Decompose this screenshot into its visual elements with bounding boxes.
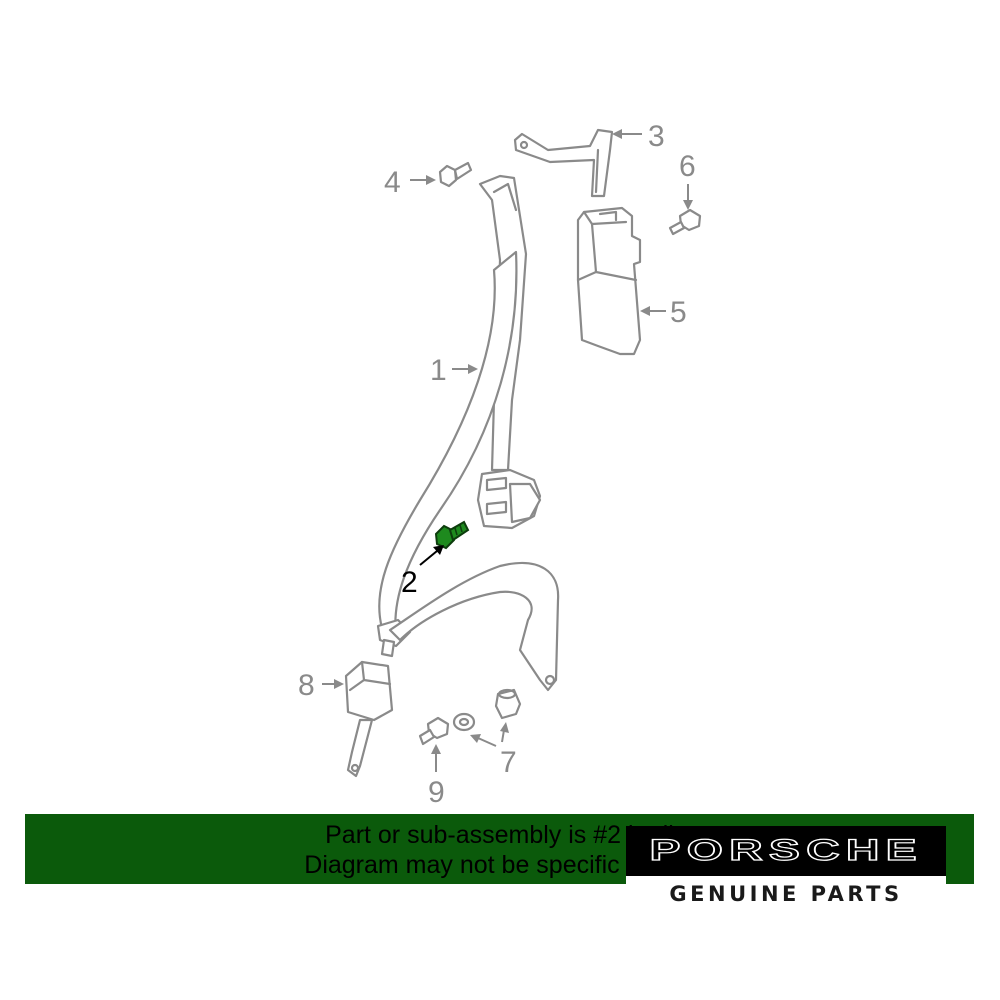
part-3-guide-bracket[interactable]	[513, 128, 614, 198]
logo-wordmark: PORSCHE	[648, 833, 923, 867]
part-7-spacers[interactable]	[452, 688, 522, 732]
part-5-trim-cover[interactable]	[576, 206, 642, 356]
callout-3: 3	[648, 120, 665, 153]
leader-arrows	[322, 129, 693, 772]
callout-7: 7	[500, 746, 517, 779]
part-1-belt-assembly[interactable]	[376, 174, 560, 692]
part-2-anchor-bolt[interactable]	[434, 520, 470, 550]
porsche-genuine-parts-logo: PORSCHE GENUINE PARTS	[626, 826, 946, 910]
part-6-bolt[interactable]	[668, 208, 702, 236]
callout-6: 6	[679, 150, 696, 183]
part-8-buckle[interactable]	[344, 660, 394, 778]
callout-2: 2	[401, 566, 418, 599]
logo-tagline: GENUINE PARTS	[669, 882, 903, 906]
part-9-bolt[interactable]	[418, 716, 450, 746]
callout-5: 5	[670, 296, 687, 329]
logo-wordmark-bar: PORSCHE	[626, 826, 946, 876]
callout-9: 9	[428, 776, 445, 809]
callout-1: 1	[430, 354, 447, 387]
banner-line-1: Part or sub-assembly is #2 in di	[325, 821, 674, 849]
callout-4: 4	[384, 166, 401, 199]
part-4-bolt[interactable]	[438, 161, 473, 188]
callout-8: 8	[298, 669, 315, 702]
